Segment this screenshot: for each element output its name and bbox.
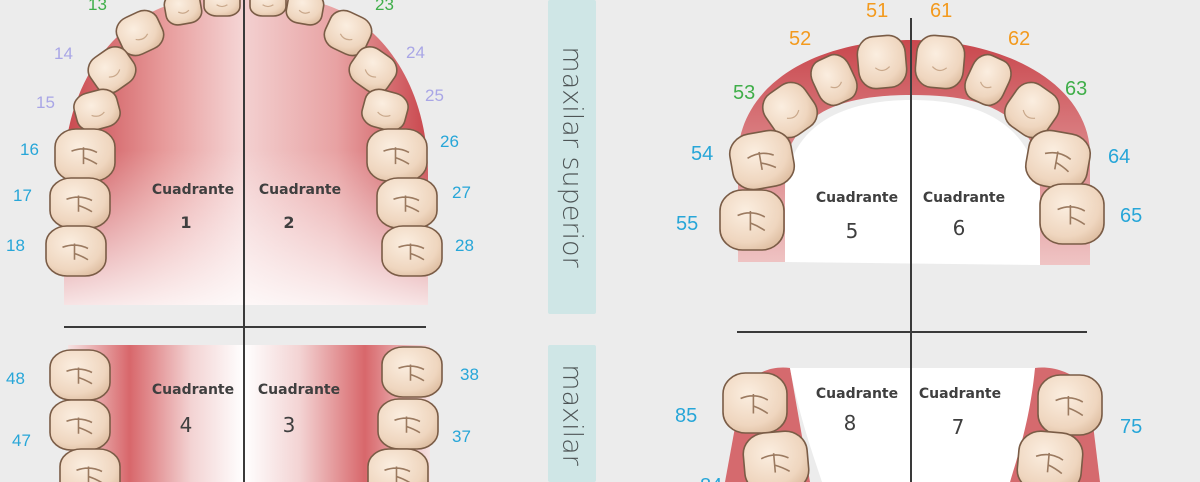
tooth-number-62: 62 [1008,28,1030,50]
quadrant-3-number: 3 [283,413,296,437]
quadrant-2-number: 2 [283,213,294,232]
quadrant-8-label: Cuadrante [816,386,898,402]
quadrant-5-number: 5 [846,219,859,243]
quadrant-4-label: Cuadrante [152,382,234,398]
tooth-number-47: 47 [12,431,31,450]
tooth-38 [381,346,443,398]
tooth-number-53: 53 [733,82,755,104]
tooth-47 [49,399,111,451]
tooth-number-26: 26 [440,132,459,151]
quadrant-1-label: Cuadrante [152,182,234,198]
tooth-number-16: 16 [20,140,39,159]
tooth-number-37: 37 [452,427,471,446]
tooth-62 [964,53,1012,107]
tooth-25 [361,88,409,132]
tooth-number-18: 18 [6,236,25,255]
quadrant-4-number: 4 [180,413,193,437]
tooth-28 [381,225,443,277]
quadrant-2-label: Cuadrante [259,182,341,198]
tooth-number-51: 51 [866,0,888,22]
tooth-17 [49,177,111,229]
tooth-26 [366,128,428,182]
tooth-27 [376,177,438,229]
tooth-75 [1037,374,1103,436]
tooth-number-61: 61 [930,0,952,22]
tooth-36 [367,448,429,482]
tooth-46 [59,448,121,482]
tooth-48 [49,349,111,401]
tooth-53 [761,81,819,139]
adult-upper-palate-fade [64,150,428,305]
tooth-number-48: 48 [6,369,25,388]
tooth-number-25: 25 [425,86,444,105]
tooth-52 [810,53,858,107]
tooth-21 [249,0,287,17]
teeth-layer [45,0,1105,482]
tooth-74 [1016,430,1084,482]
tooth-13 [115,9,165,57]
tooth-84 [742,430,810,482]
tooth-number-15: 15 [36,93,55,112]
tooth-number-28: 28 [455,236,474,255]
tooth-number-55: 55 [676,213,698,235]
child-lower-palate [790,368,1035,482]
quadrant-6-number: 6 [953,216,966,240]
tooth-number-54: 54 [691,143,713,165]
tooth-number-75: 75 [1120,416,1142,438]
quadrant-5-label: Cuadrante [816,190,898,206]
tooth-number-84: 84 [700,475,722,482]
tooth-54 [728,129,796,191]
tooth-63 [1003,81,1061,139]
tooth-23 [323,9,373,57]
tooth-number-52: 52 [789,28,811,50]
tooth-22 [285,0,325,26]
quadrant-6-label: Cuadrante [923,190,1005,206]
tooth-18 [45,225,107,277]
tooth-65 [1039,183,1105,245]
tooth-number-27: 27 [452,183,471,202]
tooth-24 [348,46,398,94]
tooth-number-13: 13 [88,0,107,14]
tooth-number-64: 64 [1108,146,1130,168]
tooth-11 [203,0,241,17]
quadrant-3-label: Cuadrante [258,382,340,398]
quadrant-8-number: 8 [844,411,857,435]
quadrant-7-label: Cuadrante [919,386,1001,402]
tooth-number-24: 24 [406,43,425,62]
tooth-51 [856,34,908,90]
tooth-16 [54,128,116,182]
child-upper-palate-opening [785,100,1040,265]
tooth-85 [722,372,788,434]
tooth-37 [377,398,439,450]
tooth-number-63: 63 [1065,78,1087,100]
tooth-number-85: 85 [675,405,697,427]
quadrant-7-number: 7 [952,415,965,439]
tooth-number-38: 38 [460,365,479,384]
tooth-61 [914,34,966,90]
tooth-number-14: 14 [54,44,73,63]
tooth-number-23: 23 [375,0,394,14]
lower-jaw-label-box: maxilar [548,345,596,482]
tooth-14 [87,46,137,94]
upper-jaw-label-box: maxilar superior [548,0,596,314]
tooth-15 [73,88,121,132]
tooth-12 [163,0,203,26]
quadrant-1-number: 1 [180,213,191,232]
tooth-number-17: 17 [13,186,32,205]
tooth-number-65: 65 [1120,205,1142,227]
tooth-55 [719,189,785,251]
